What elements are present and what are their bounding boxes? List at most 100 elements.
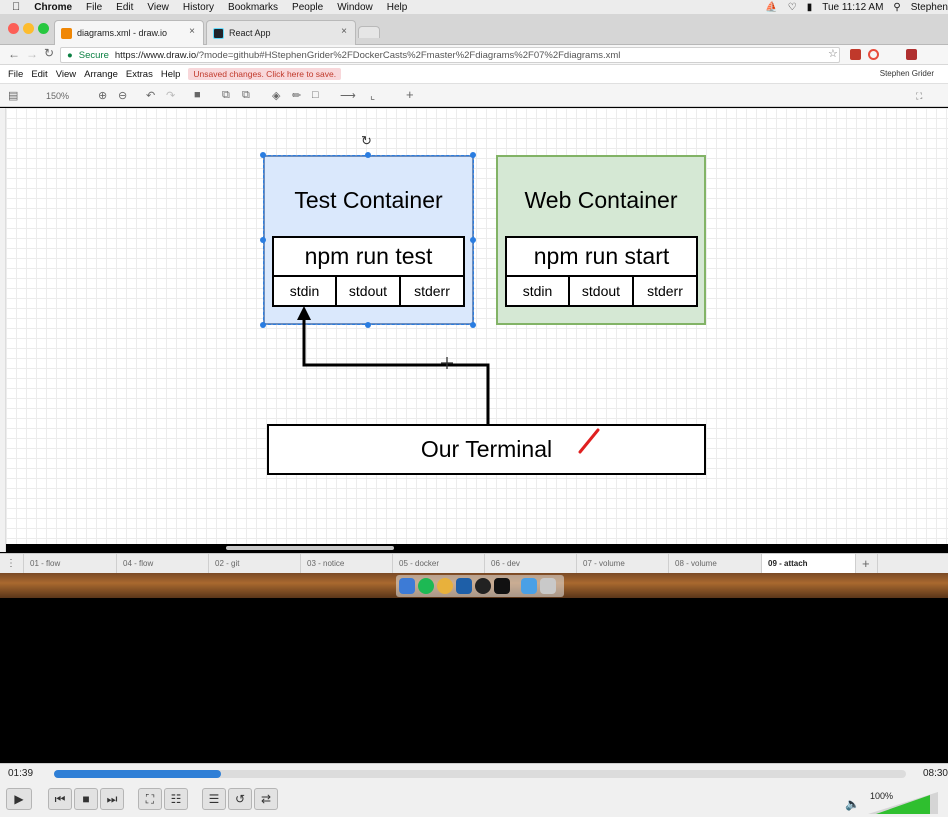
drawio-menu-edit[interactable]: Edit bbox=[31, 68, 48, 80]
test-container-shape[interactable]: Test Container npm run test stdin stdout… bbox=[263, 155, 474, 325]
connection-style-icon[interactable]: ⟶ bbox=[340, 90, 356, 102]
insert-icon[interactable]: + bbox=[406, 87, 414, 102]
finder-icon[interactable] bbox=[399, 578, 415, 594]
terminal-shape[interactable]: Our Terminal bbox=[267, 424, 706, 475]
search-icon[interactable]: ⚲ bbox=[893, 1, 901, 13]
resize-handle[interactable] bbox=[470, 237, 476, 243]
resize-handle[interactable] bbox=[260, 322, 266, 328]
web-container-shape[interactable]: Web Container npm run start stdin stdout… bbox=[496, 155, 706, 325]
waypoints-icon[interactable]: ⌞ bbox=[370, 90, 376, 102]
shadow-icon[interactable]: □ bbox=[312, 89, 319, 101]
url-input[interactable]: ● Secure https://www.draw.io/?mode=githu… bbox=[60, 47, 840, 63]
wifi-icon[interactable]: ♡ bbox=[787, 1, 797, 13]
reload-icon[interactable]: ↻ bbox=[44, 46, 55, 60]
page-tab[interactable]: 04 - flow bbox=[117, 554, 209, 573]
loop-icon[interactable]: ↺ bbox=[228, 788, 252, 810]
delete-icon[interactable]: ■ bbox=[194, 89, 201, 101]
shuffle-icon[interactable]: ⇄ bbox=[254, 788, 278, 810]
speaker-icon[interactable]: 🔈 bbox=[845, 797, 860, 811]
to-back-icon[interactable]: ⧉ bbox=[242, 89, 250, 101]
tab-react-app[interactable]: React App × bbox=[206, 20, 356, 45]
menu-help[interactable]: Help bbox=[378, 1, 408, 13]
shield-extension-icon[interactable] bbox=[906, 49, 917, 60]
drawio-menu-extras[interactable]: Extras bbox=[125, 68, 153, 80]
opera-extension-icon[interactable] bbox=[868, 49, 879, 60]
drawio-menu-view[interactable]: View bbox=[55, 68, 77, 80]
drawio-menu-file[interactable]: File bbox=[8, 68, 24, 80]
new-tab-button[interactable] bbox=[358, 26, 380, 38]
chrome-icon[interactable] bbox=[437, 578, 453, 594]
zoom-in-icon[interactable]: ⊕ bbox=[98, 90, 108, 102]
extension-icon[interactable] bbox=[850, 49, 861, 60]
page-tab[interactable]: 05 - docker bbox=[393, 554, 485, 573]
page-tab[interactable]: 06 - dev bbox=[485, 554, 577, 573]
menu-view[interactable]: View bbox=[139, 1, 169, 13]
fullscreen-toggle-icon[interactable]: ⛶ bbox=[138, 788, 162, 810]
undo-icon[interactable]: ↶ bbox=[146, 90, 156, 102]
zoom-out-icon[interactable]: ⊖ bbox=[118, 90, 128, 102]
test-command-box[interactable]: npm run test bbox=[272, 236, 465, 277]
test-stdout-box[interactable]: stdout bbox=[335, 275, 401, 307]
maximize-window-icon[interactable] bbox=[38, 23, 49, 34]
previous-button[interactable]: ⏮ bbox=[48, 788, 72, 810]
redo-icon[interactable]: ↷ bbox=[166, 90, 176, 102]
obs-icon[interactable] bbox=[475, 578, 491, 594]
terminal-icon[interactable] bbox=[494, 578, 510, 594]
bookmark-star-icon[interactable]: ☆ bbox=[828, 48, 838, 60]
drawio-menu-arrange[interactable]: Arrange bbox=[84, 68, 118, 80]
left-panel-strip[interactable] bbox=[0, 108, 6, 552]
page-tab[interactable]: 07 - volume bbox=[577, 554, 669, 573]
forward-icon[interactable]: → bbox=[26, 47, 38, 61]
to-front-icon[interactable]: ⧉ bbox=[222, 89, 230, 101]
seek-bar[interactable] bbox=[54, 770, 906, 778]
battery-icon[interactable]: ▮ bbox=[806, 1, 813, 13]
next-button[interactable]: ⏭ bbox=[100, 788, 124, 810]
volume-slider[interactable] bbox=[868, 792, 938, 814]
close-tab-icon[interactable]: × bbox=[341, 26, 347, 37]
page-tab[interactable]: 03 - notice bbox=[301, 554, 393, 573]
resize-handle[interactable] bbox=[470, 152, 476, 158]
tab-drawio[interactable]: diagrams.xml - draw.io × bbox=[54, 20, 204, 45]
stop-button[interactable]: ■ bbox=[74, 788, 98, 810]
close-tab-icon[interactable]: × bbox=[189, 26, 195, 37]
menu-user[interactable]: Stephen bbox=[910, 1, 948, 13]
fill-color-icon[interactable]: ◈ bbox=[272, 90, 281, 102]
resize-handle[interactable] bbox=[365, 152, 371, 158]
apple-icon[interactable]:  bbox=[12, 1, 20, 13]
docker-icon[interactable]: ⛵ bbox=[765, 1, 778, 13]
drawio-menu-help[interactable]: Help bbox=[160, 68, 181, 80]
horizontal-scrollbar[interactable] bbox=[226, 546, 394, 550]
page-tab-active[interactable]: 09 - attach bbox=[762, 554, 856, 573]
vscode-icon[interactable] bbox=[456, 578, 472, 594]
resize-handle[interactable] bbox=[260, 237, 266, 243]
equalizer-icon[interactable]: ☷ bbox=[164, 788, 188, 810]
test-stdin-box[interactable]: stdin bbox=[272, 275, 337, 307]
pages-menu-icon[interactable]: ⋮ bbox=[0, 554, 24, 573]
page-tab[interactable]: 01 - flow bbox=[24, 554, 117, 573]
unsaved-changes-button[interactable]: Unsaved changes. Click here to save. bbox=[188, 68, 342, 80]
resize-handle[interactable] bbox=[470, 322, 476, 328]
menu-bookmarks[interactable]: Bookmarks bbox=[219, 1, 278, 13]
clock[interactable]: Tue 11:12 AM bbox=[822, 1, 884, 13]
minimize-window-icon[interactable] bbox=[23, 23, 34, 34]
downloads-folder-icon[interactable] bbox=[521, 578, 537, 594]
resize-handle[interactable] bbox=[260, 152, 266, 158]
add-page-button[interactable]: + bbox=[856, 554, 878, 573]
back-icon[interactable]: ← bbox=[8, 47, 20, 61]
menu-app-name[interactable]: Chrome bbox=[26, 1, 72, 13]
line-color-icon[interactable]: ✏ bbox=[292, 90, 302, 102]
menu-people[interactable]: People bbox=[283, 1, 323, 13]
trash-icon[interactable] bbox=[540, 578, 556, 594]
playlist-icon[interactable]: ☰ bbox=[202, 788, 226, 810]
play-button[interactable]: ▶ bbox=[6, 788, 32, 810]
menu-file[interactable]: File bbox=[77, 1, 102, 13]
fullscreen-icon[interactable]: ⛶ bbox=[916, 91, 923, 101]
test-stderr-box[interactable]: stderr bbox=[399, 275, 465, 307]
web-stdout-box[interactable]: stdout bbox=[568, 275, 634, 307]
drawio-user-menu[interactable]: Stephen Grider bbox=[879, 69, 934, 78]
menu-history[interactable]: History bbox=[174, 1, 214, 13]
close-window-icon[interactable] bbox=[8, 23, 19, 34]
page-tab[interactable]: 08 - volume bbox=[669, 554, 762, 573]
resize-handle[interactable] bbox=[365, 322, 371, 328]
spotify-icon[interactable] bbox=[418, 578, 434, 594]
